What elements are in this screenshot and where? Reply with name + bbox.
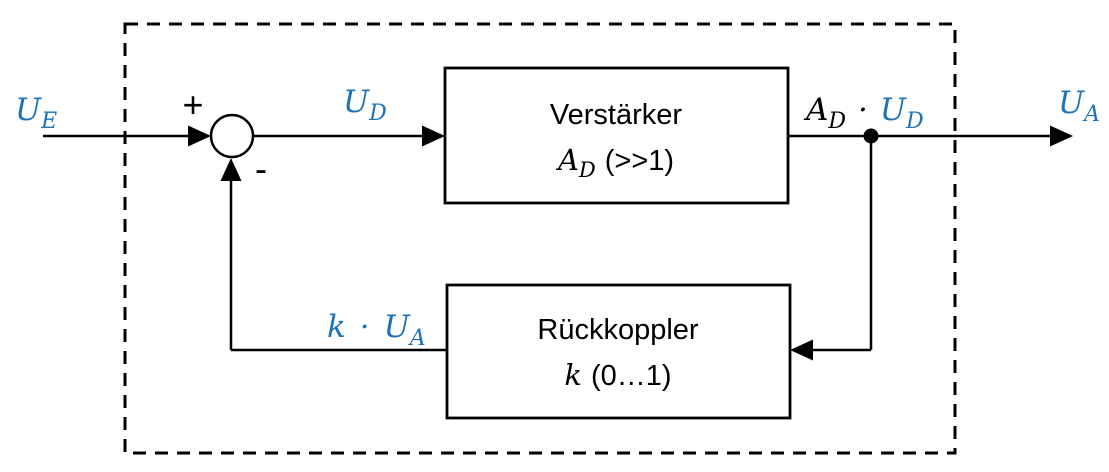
amplifier-rect (443, 66, 790, 205)
difference-signal-label: UD (343, 84, 387, 126)
signal-labels: UE UD AD·UD UA k·UA (15, 84, 1100, 351)
output-arrowhead-icon (1050, 125, 1073, 147)
feedback-network-block: Rückkoppler k (0…1) (445, 283, 792, 420)
amp-output-volt-base: U (880, 92, 907, 128)
branch-node-dot (863, 128, 879, 144)
amplifier-block: Verstärker AD (>>1) (443, 66, 790, 205)
feedback-signal-volt-base: U (384, 309, 411, 345)
summing-minus-sign: - (255, 148, 267, 189)
amplifier-gain-symbol: A (555, 143, 579, 177)
feedback-return-arrowhead-icon (220, 158, 242, 181)
amp-output-volt-subscript: D (905, 109, 924, 134)
difference-signal-base: U (343, 84, 370, 120)
feedback-signal-factor: k (327, 309, 346, 345)
system-boundary-dashed-rect (123, 22, 957, 455)
input-signal-subscript: E (40, 109, 57, 134)
amplifier-gain-label: AD (>>1) (555, 143, 674, 182)
amplifier-gain-subscript: D (578, 158, 596, 182)
difference-arrowhead-icon (422, 125, 445, 147)
feedback-in-arrowhead-icon (790, 339, 813, 361)
feedback-network-rect (445, 283, 792, 420)
summing-junction-circle (209, 113, 255, 159)
amplifier-gain-note: (>>1) (605, 145, 674, 177)
input-arrowhead-icon (188, 125, 211, 147)
amp-output-gain-base: A (803, 92, 828, 128)
feedback-network-name: Rückkoppler (537, 314, 699, 346)
summing-plus-sign: + (182, 84, 203, 125)
input-signal-label: UE (15, 92, 57, 134)
output-signal-subscript: A (1082, 102, 1100, 127)
summing-junction: + - (182, 84, 267, 189)
feedback-factor-symbol: k (564, 358, 582, 392)
arrowheads (188, 125, 1073, 361)
amp-output-signal-label: AD·UD (803, 92, 924, 134)
input-signal-base: U (15, 92, 42, 128)
output-signal-base: U (1058, 85, 1085, 121)
feedback-factor-label: k (0…1) (564, 358, 671, 392)
feedback-signal-dot: · (360, 309, 370, 345)
amp-output-gain-subscript: D (827, 109, 846, 134)
feedback-signal-volt-subscript: A (408, 326, 426, 351)
amp-output-dot: · (858, 92, 868, 128)
output-signal-label: UA (1058, 85, 1100, 127)
feedback-signal-label: k · UA (327, 309, 426, 351)
feedback-factor-note: (0…1) (591, 360, 672, 392)
difference-signal-subscript: D (368, 101, 387, 126)
amplifier-name: Verstärker (550, 99, 682, 131)
